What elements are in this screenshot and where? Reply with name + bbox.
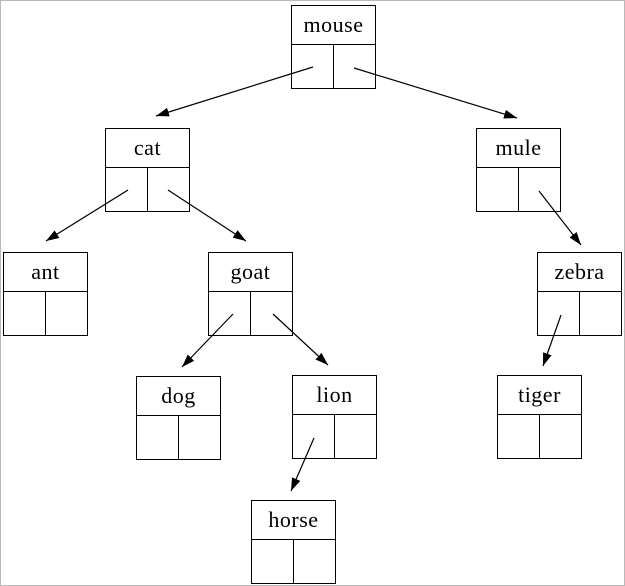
tree-node-tiger: tiger [497, 375, 582, 459]
edge-cat-right-goat [167, 189, 247, 242]
left-pointer-cell [498, 415, 540, 458]
left-pointer-cell [106, 168, 148, 211]
right-pointer-cell [519, 168, 560, 211]
right-pointer-cell [580, 292, 621, 335]
edge-lion-left-horse [290, 437, 315, 492]
pointer-cells [477, 168, 560, 211]
edge-mouse-right-mule [353, 67, 518, 119]
right-pointer-cell [148, 168, 189, 211]
pointer-cells [4, 292, 87, 335]
tree-node-dog: dog [136, 376, 221, 460]
node-label: horse [252, 501, 335, 540]
edge-cat-left-ant [45, 189, 129, 242]
left-pointer-cell [209, 292, 251, 335]
right-pointer-cell [335, 415, 376, 458]
pointer-cells [137, 416, 220, 459]
left-pointer-cell [477, 168, 519, 211]
right-pointer-cell [334, 45, 375, 88]
node-label: lion [293, 376, 376, 415]
tree-node-lion: lion [292, 375, 377, 459]
edge-goat-left-dog [181, 313, 234, 368]
right-pointer-cell [251, 292, 292, 335]
tree-node-ant: ant [3, 252, 88, 336]
pointer-cells [498, 415, 581, 458]
node-label: cat [106, 129, 189, 168]
left-pointer-cell [293, 415, 335, 458]
tree-node-cat: cat [105, 128, 190, 212]
tree-node-mouse: mouse [291, 5, 376, 89]
node-label: mule [477, 129, 560, 168]
node-label: goat [209, 253, 292, 292]
right-pointer-cell [46, 292, 87, 335]
left-pointer-cell [252, 540, 294, 583]
left-pointer-cell [137, 416, 179, 459]
pointer-cells [293, 415, 376, 458]
left-pointer-cell [292, 45, 334, 88]
edge-goat-right-lion [272, 313, 329, 366]
edge-mouse-left-cat [155, 66, 314, 117]
pointer-cells [252, 540, 335, 583]
left-pointer-cell [538, 292, 580, 335]
right-pointer-cell [540, 415, 581, 458]
pointer-cells [106, 168, 189, 211]
node-label: ant [4, 253, 87, 292]
pointer-cells [292, 45, 375, 88]
left-pointer-cell [4, 292, 46, 335]
right-pointer-cell [179, 416, 220, 459]
node-label: zebra [538, 253, 621, 292]
tree-node-zebra: zebra [537, 252, 622, 336]
pointer-cells [209, 292, 292, 335]
node-label: tiger [498, 376, 581, 415]
pointer-cells [538, 292, 621, 335]
tree-node-goat: goat [208, 252, 293, 336]
tree-node-horse: horse [251, 500, 336, 584]
right-pointer-cell [294, 540, 335, 583]
tree-node-mule: mule [476, 128, 561, 212]
node-label: dog [137, 377, 220, 416]
edge-mule-right-zebra [538, 190, 582, 246]
edge-zebra-left-tiger [542, 314, 562, 367]
node-label: mouse [292, 6, 375, 45]
